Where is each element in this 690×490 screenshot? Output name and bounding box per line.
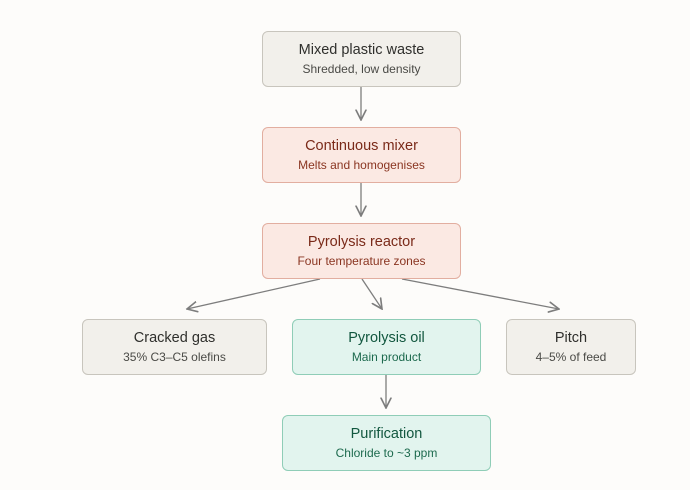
node-cracked-gas: Cracked gas 35% C3–C5 olefins [82,319,267,375]
node-title: Purification [350,426,423,442]
node-purification: Purification Chloride to ~3 ppm [282,415,491,471]
node-subtitle: Four temperature zones [297,254,426,268]
node-subtitle: 4–5% of feed [535,350,607,364]
node-title: Continuous mixer [305,138,418,154]
node-title: Mixed plastic waste [298,42,425,58]
node-mixed-plastic-waste: Mixed plastic waste Shredded, low densit… [262,31,461,87]
node-pyrolysis-oil: Pyrolysis oil Main product [292,319,481,375]
node-continuous-mixer: Continuous mixer Melts and homogenises [262,127,461,183]
node-subtitle: Main product [351,350,422,364]
node-pitch: Pitch 4–5% of feed [506,319,636,375]
node-title: Pitch [554,330,588,346]
arrow-reactor-to-pitch [401,278,559,309]
arrow-reactor-to-gas [187,278,321,309]
node-pyrolysis-reactor: Pyrolysis reactor Four temperature zones [262,223,461,279]
node-subtitle: Shredded, low density [302,62,421,76]
node-subtitle: Melts and homogenises [298,158,425,172]
arrow-reactor-to-oil [361,278,382,309]
node-title: Cracked gas [133,330,216,346]
node-title: Pyrolysis reactor [307,234,416,250]
node-subtitle: Chloride to ~3 ppm [335,446,438,460]
node-subtitle: 35% C3–C5 olefins [123,350,226,364]
node-title: Pyrolysis oil [348,330,425,346]
